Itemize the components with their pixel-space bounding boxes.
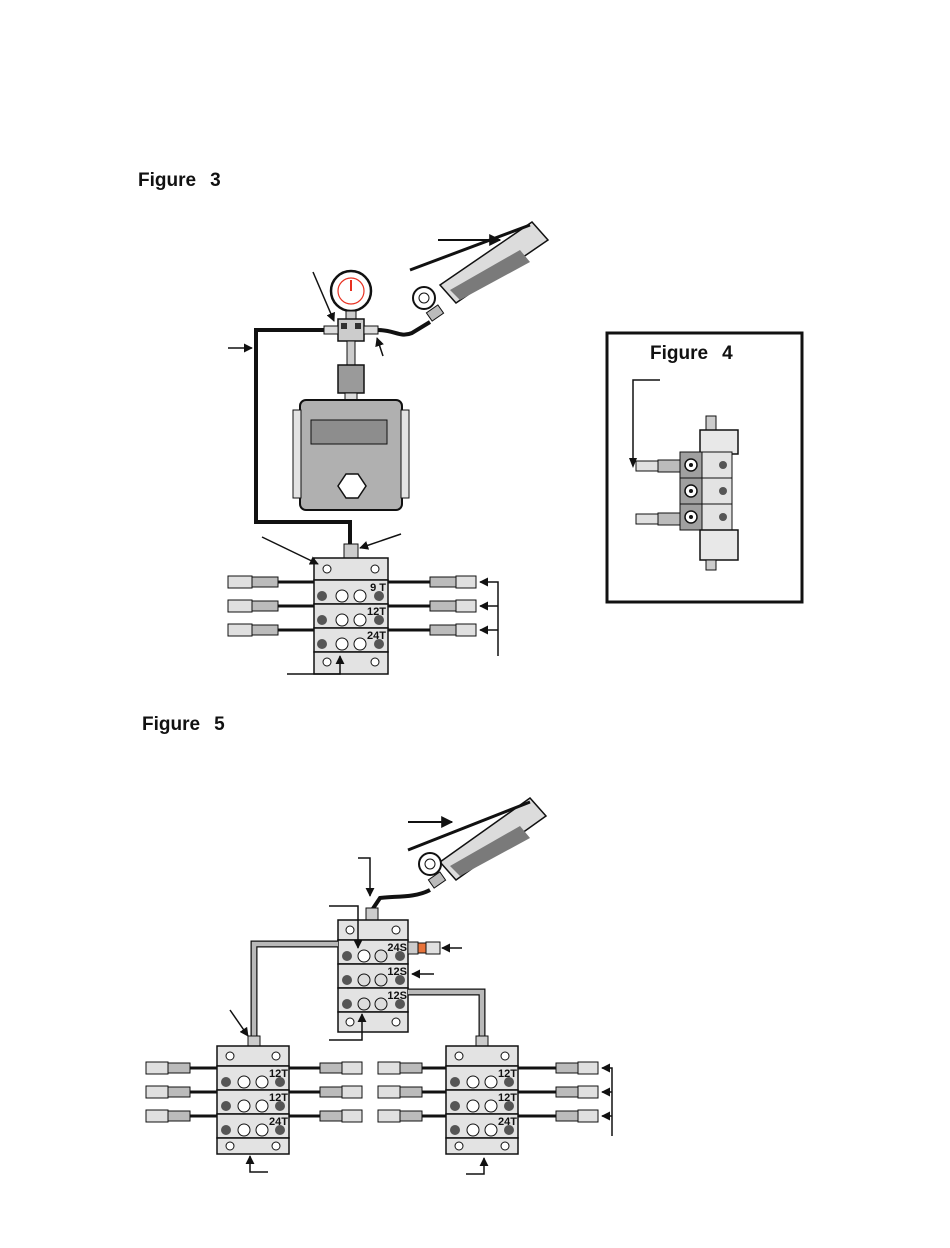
figure-5-diagram: 24S 12S 12S [146, 798, 612, 1174]
right-branch-hose [408, 992, 482, 1040]
gun-hose [378, 322, 430, 335]
figure-3-diagram: 9 T 12T 24T [228, 222, 548, 674]
grease-gun [410, 222, 548, 321]
divider-valve: 9 T 12T 24T [314, 544, 388, 674]
pressure-gauge [331, 271, 371, 319]
block-label: 12T [269, 1068, 288, 1080]
arrow-tee [377, 338, 383, 356]
block-label: 9 T [370, 582, 386, 594]
block-label: 12S [387, 966, 407, 978]
block-label: 12T [269, 1092, 288, 1104]
block-label: 24T [498, 1116, 517, 1128]
block-label: 12T [498, 1068, 517, 1080]
arrow-left-inlet [230, 1010, 248, 1036]
grease-gun [408, 798, 546, 888]
arrow-figure-4 [633, 380, 660, 464]
block-label: 12T [498, 1092, 517, 1104]
block-label: 24S [387, 942, 407, 954]
block-label: 12T [367, 606, 386, 618]
right-divider-valve: 12T 12T 24T [446, 1036, 518, 1154]
master-divider-valve: 24S 12S 12S [338, 908, 440, 1032]
arrow-left-bottom [250, 1156, 268, 1172]
block-label: 24T [367, 630, 386, 642]
figure-4-diagram [607, 333, 802, 602]
divider-valve-side [636, 416, 738, 570]
block-label: 24T [269, 1116, 288, 1128]
arrow-inlet [358, 858, 370, 896]
pump-housing [293, 400, 409, 510]
left-divider-valve: 12T 12T 24T [217, 1036, 289, 1154]
block-label: 12S [387, 990, 407, 1002]
gun-hose [372, 890, 430, 910]
left-branch-hose [254, 944, 338, 1040]
tee-fitting [324, 319, 378, 401]
